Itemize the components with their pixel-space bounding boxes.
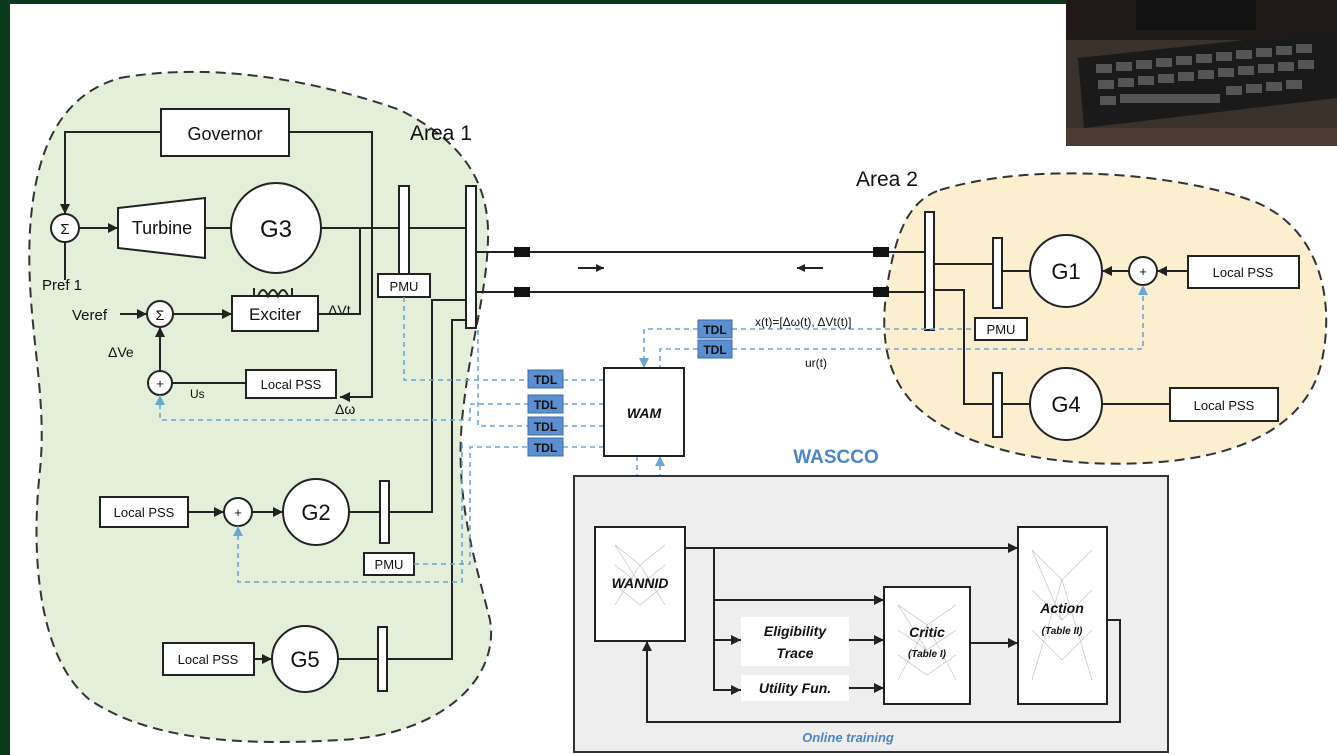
local-pss-label-1: Local PSS bbox=[261, 377, 322, 392]
plus-symbol-3: + bbox=[1139, 264, 1147, 279]
eligibility-label-line1: Eligibility bbox=[764, 623, 827, 639]
tdl-label-6: TDL bbox=[703, 343, 726, 357]
pref-label: Pref 1 bbox=[42, 277, 82, 294]
pmu-label-2: PMU bbox=[375, 557, 404, 572]
local-pss-label-3: Local PSS bbox=[178, 652, 239, 667]
delta-vt-label: ΔVt bbox=[328, 302, 351, 318]
sigma-symbol: Σ bbox=[60, 221, 69, 238]
critic-label: Critic bbox=[909, 624, 945, 640]
plus-symbol-1: + bbox=[156, 376, 164, 391]
bus-bar-main-area1 bbox=[466, 186, 476, 328]
sigma-symbol-2: Σ bbox=[156, 307, 165, 323]
eligibility-label-line2: Trace bbox=[776, 645, 813, 661]
us-label: Us bbox=[190, 387, 205, 401]
local-pss-label-5: Local PSS bbox=[1194, 398, 1255, 413]
bus-bar-g1 bbox=[993, 238, 1002, 308]
utility-label: Utility Fun. bbox=[759, 680, 831, 696]
tdl-label-1: TDL bbox=[534, 373, 557, 387]
g2-label: G2 bbox=[301, 500, 330, 525]
ur-label: ur(t) bbox=[805, 356, 827, 370]
plus-symbol-2: + bbox=[234, 505, 242, 520]
wam-label: WAM bbox=[627, 405, 662, 421]
g3-label: G3 bbox=[260, 216, 292, 243]
webcam-keyboard-photo bbox=[1066, 0, 1337, 146]
exciter-label: Exciter bbox=[249, 305, 301, 324]
tdl-label-5: TDL bbox=[703, 323, 726, 337]
g5-label: G5 bbox=[290, 647, 319, 672]
tdl-label-4: TDL bbox=[534, 441, 557, 455]
area1-label: Area 1 bbox=[410, 122, 472, 145]
delta-ve-label: ΔVe bbox=[108, 344, 134, 360]
bus-bar-g4 bbox=[993, 373, 1002, 437]
wascco-title: WASCCO bbox=[793, 447, 879, 468]
critic-block bbox=[884, 587, 970, 704]
critic-table-label: (Table I) bbox=[908, 649, 947, 660]
bus-bar-g3 bbox=[399, 186, 409, 274]
keyboard-image bbox=[1066, 0, 1337, 146]
area2-label: Area 2 bbox=[856, 168, 918, 191]
local-pss-label-4: Local PSS bbox=[1213, 265, 1274, 280]
pmu-label-1: PMU bbox=[390, 279, 419, 294]
delta-omega-label: Δω bbox=[335, 401, 355, 417]
action-table-label: (Table II) bbox=[1042, 626, 1083, 637]
state-vector-label: x(t)=[Δω(t), ΔVt(t)] bbox=[755, 315, 851, 329]
g4-label: G4 bbox=[1051, 392, 1080, 417]
pmu-label-3: PMU bbox=[987, 322, 1016, 337]
veref-label: Veref bbox=[72, 307, 108, 324]
tdl-label-2: TDL bbox=[534, 398, 557, 412]
bus-bar-g2 bbox=[380, 481, 389, 543]
tdl-label-3: TDL bbox=[534, 420, 557, 434]
bus-bar-g5 bbox=[378, 627, 387, 691]
action-label: Action bbox=[1039, 600, 1084, 616]
online-training-label: Online training bbox=[802, 730, 894, 745]
bus-bar-main-area2 bbox=[925, 212, 934, 330]
turbine-label: Turbine bbox=[132, 218, 192, 238]
wannid-label: WANNID bbox=[612, 575, 669, 591]
local-pss-label-2: Local PSS bbox=[114, 505, 175, 520]
g1-label: G1 bbox=[1051, 259, 1080, 284]
governor-label: Governor bbox=[187, 124, 262, 144]
area1-region bbox=[29, 72, 491, 742]
